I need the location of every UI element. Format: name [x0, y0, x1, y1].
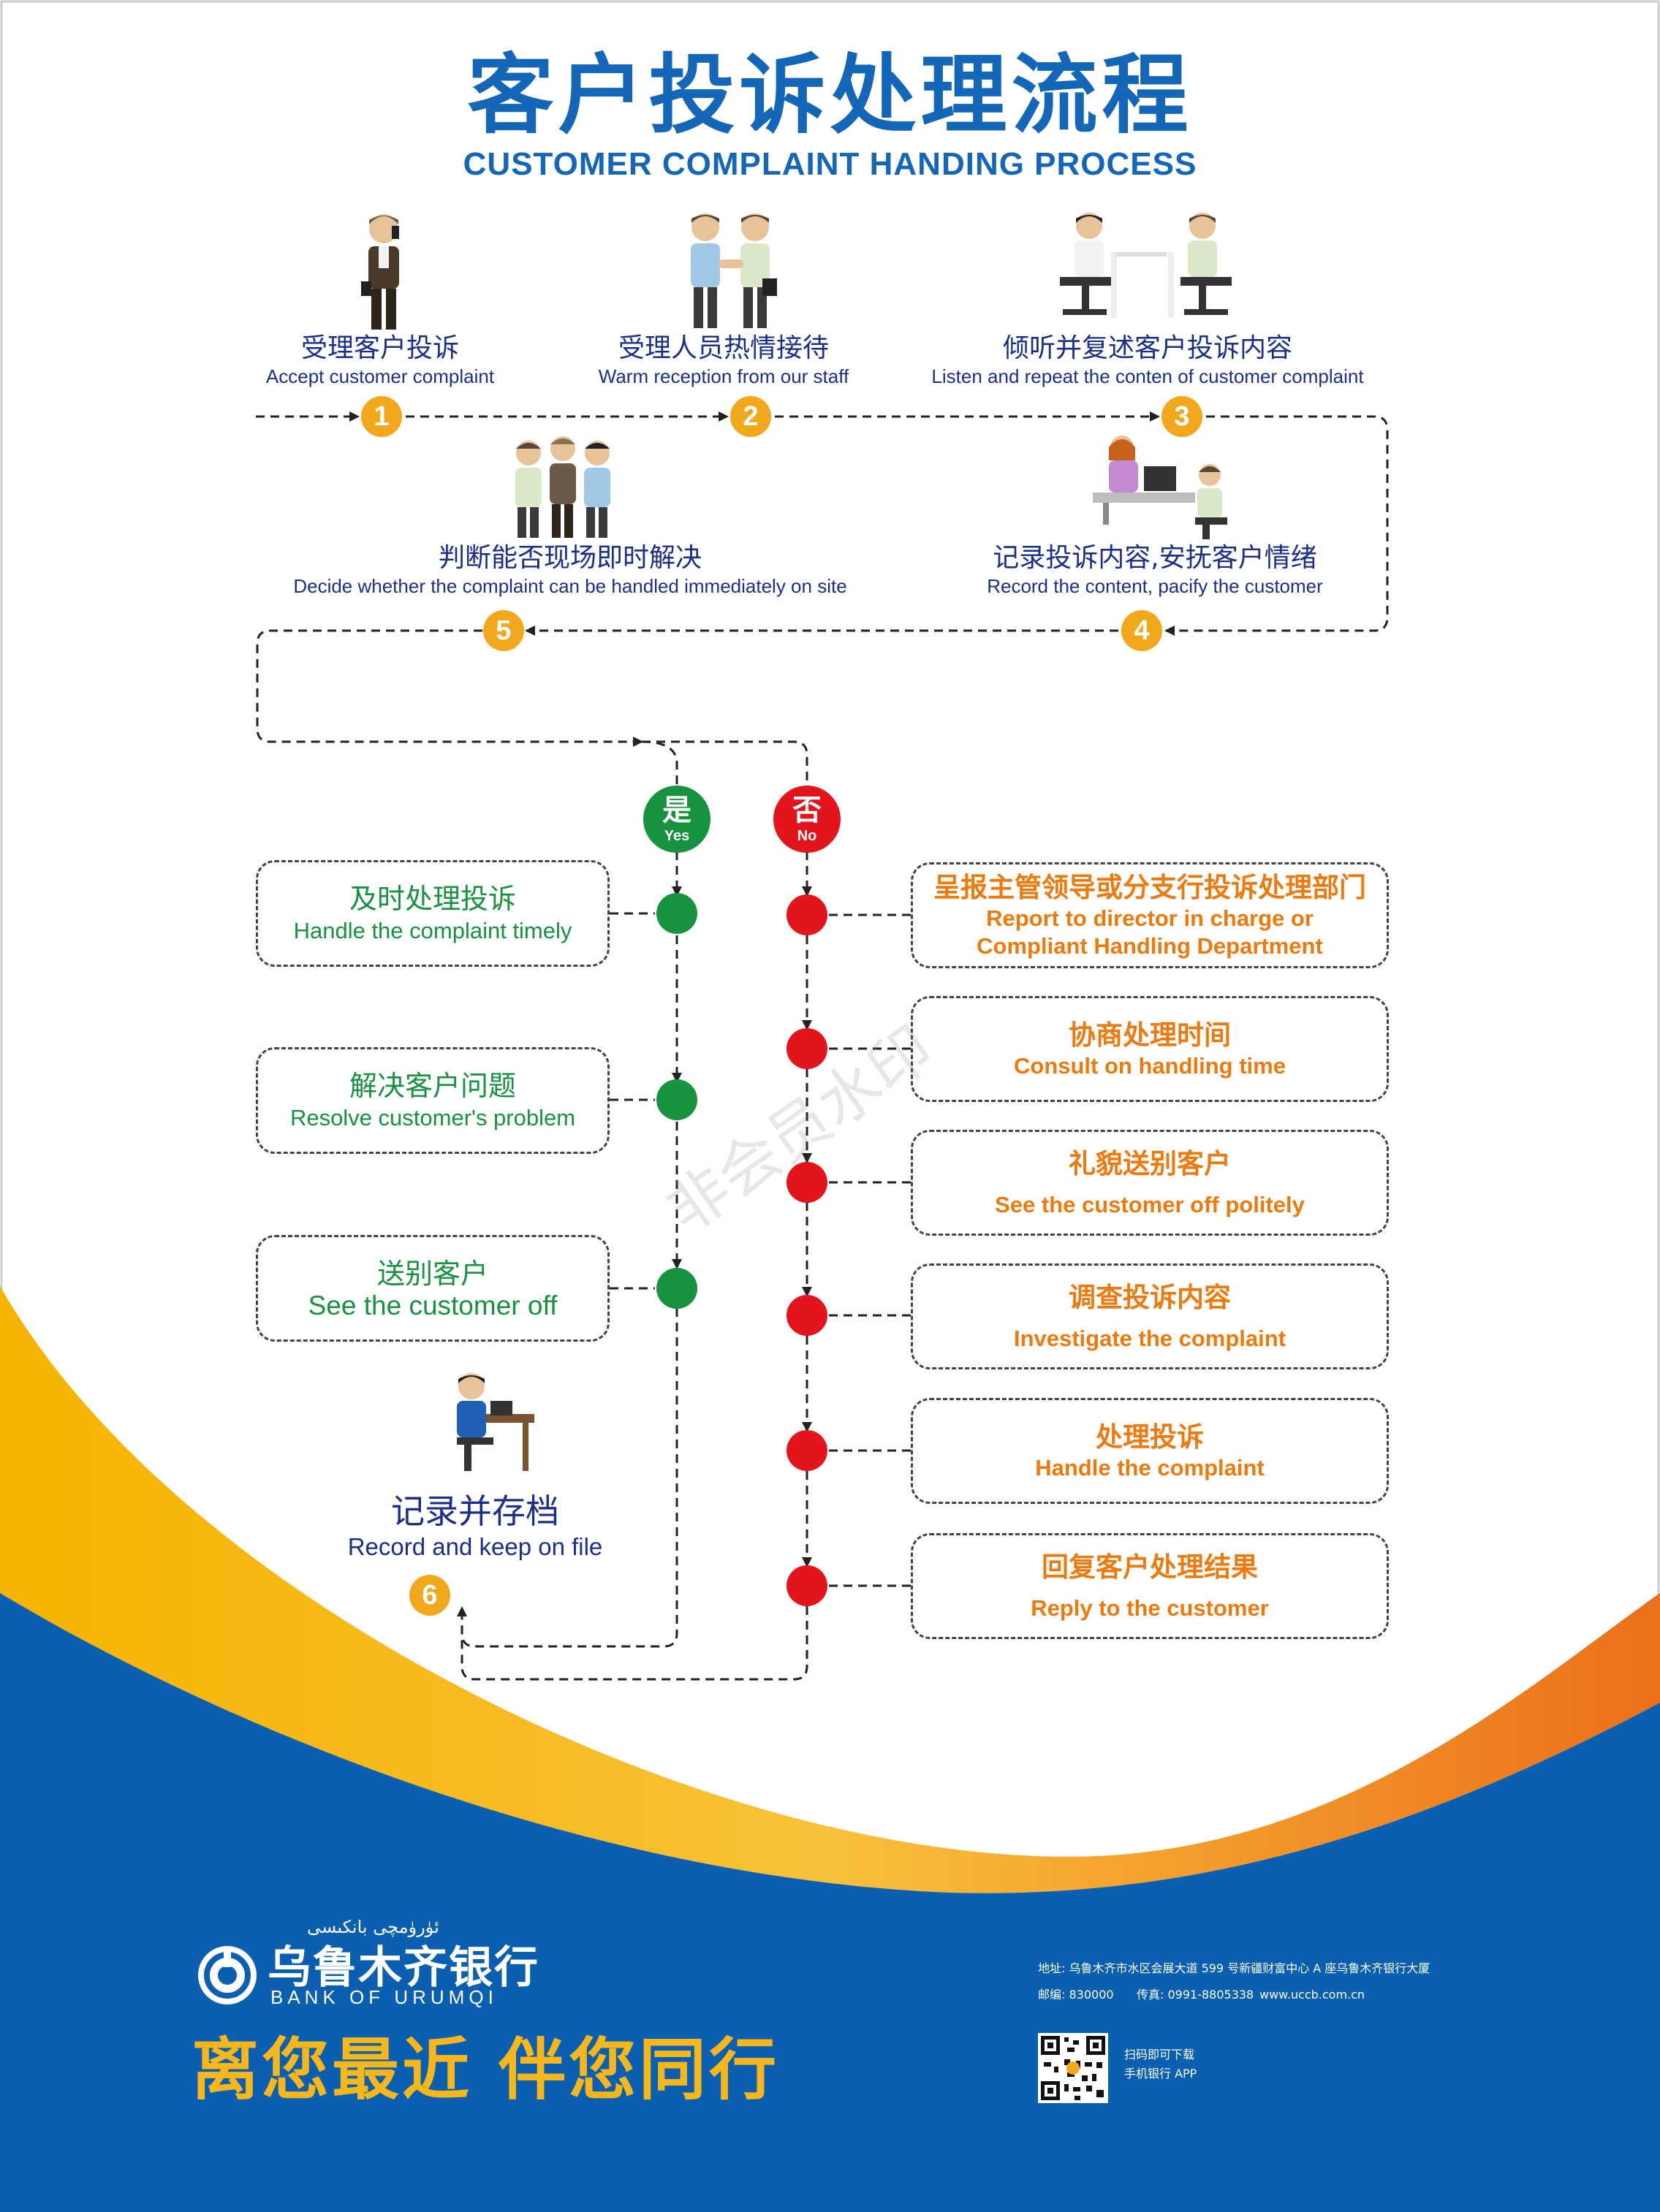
blue-footer-area [0, 1593, 1660, 2212]
yes-box-handle-timely: 及时处理投诉 Handle the complaint timely [256, 860, 610, 967]
page-subtitle: CUSTOMER COMPLAINT HANDING PROCESS [463, 146, 1197, 182]
no-box-2-zh: 协商处理时间 [1069, 1019, 1231, 1051]
bank-name-en: BANK OF URUMQI [270, 1986, 498, 2008]
yes-box-2-en: Resolve customer's problem [289, 1105, 576, 1130]
step-6-title: 记录并存档 [391, 1491, 559, 1531]
yes-box-1-en: Handle the complaint timely [293, 918, 572, 943]
no-badge-zh: 否 [792, 794, 822, 827]
no-badge-en: No [797, 828, 817, 844]
no-box-6-zh: 回复客户处理结果 [1042, 1551, 1258, 1583]
archiving-staff-icon [457, 1373, 534, 1471]
step-4-number: 4 [1121, 610, 1162, 651]
no-box-2-en: Consult on handling time [1014, 1052, 1286, 1079]
step-2-number: 2 [730, 396, 771, 437]
step-1-subtitle: Accept customer complaint [265, 365, 495, 387]
no-box-6-en: Reply to the customer [1031, 1595, 1269, 1621]
no-box-1-zh: 呈报主管领导或分支行投诉处理部门 [933, 871, 1366, 903]
phone-customer-icon [361, 214, 399, 330]
red-node [787, 1430, 827, 1471]
page-title: 客户投诉处理流程 [467, 45, 1193, 145]
bank-logo-icon [198, 1946, 257, 2004]
red-nodes [787, 894, 827, 1606]
no-box-report-director: 呈报主管领导或分支行投诉处理部门 Report to director in c… [911, 862, 1389, 968]
step-6-number: 6 [409, 1575, 450, 1616]
qr-code-icon[interactable] [1038, 2033, 1108, 2103]
red-node [787, 1565, 827, 1606]
green-node [656, 1079, 697, 1120]
no-box-see-off-politely: 礼貌送别客户 See the customer off politely [911, 1130, 1389, 1236]
step-3-title: 倾听并复述客户投诉内容 [1002, 333, 1292, 363]
bank-name-uyghur: ئۈرۈمچى بانكىسى [307, 1917, 439, 1937]
no-box-5-zh: 处理投诉 [1096, 1421, 1204, 1453]
no-box-reply-customer: 回复客户处理结果 Reply to the customer [911, 1533, 1389, 1639]
yes-box-resolve-problem: 解决客户问题 Resolve customer's problem [256, 1047, 610, 1154]
yes-box-2-zh: 解决客户问题 [349, 1070, 516, 1102]
contact-address: 地址: 乌鲁木齐市水区会展大道 599 号新疆财富中心 A 座乌鲁木齐银行大厦 [1038, 1961, 1430, 1975]
no-box-4-en: Investigate the complaint [1013, 1325, 1286, 1351]
step-3-number: 3 [1161, 396, 1202, 437]
recording-staff-icon [1093, 436, 1227, 539]
red-node [787, 1028, 827, 1069]
step-4-subtitle: Record the content, pacify the customer [987, 575, 1323, 597]
step-5-title: 判断能否现场即时解决 [438, 543, 702, 573]
listening-staff-icon [1060, 213, 1232, 318]
no-box-handle-complaint: 处理投诉 Handle the complaint [911, 1398, 1389, 1504]
yes-box-3-zh: 送别客户 [376, 1258, 488, 1290]
step-1-title: 受理客户投诉 [300, 333, 459, 363]
step-5-number: 5 [483, 610, 524, 651]
yes-box-3-en: See the customer off [308, 1291, 558, 1320]
no-badge: 否 No [773, 786, 841, 853]
step-4-title: 记录投诉内容,安抚客户情绪 [993, 543, 1317, 573]
yes-box-1-zh: 及时处理投诉 [349, 883, 516, 915]
flow-connectors [256, 411, 1389, 1681]
orange-swoosh [0, 1286, 1660, 1893]
no-box-investigate: 调查投诉内容 Investigate the complaint [911, 1263, 1389, 1369]
qr-line-1: 扫码即可下载 [1124, 2048, 1195, 2061]
contact-postcode: 邮编: 830000 [1038, 1988, 1114, 2002]
no-box-4-zh: 调查投诉内容 [1069, 1281, 1231, 1313]
bank-name-zh: 乌鲁木齐银行 [268, 1942, 539, 1994]
group-decision-icon [515, 436, 610, 538]
step-2-subtitle: Warm reception from our staff [598, 365, 849, 387]
red-node [787, 894, 827, 935]
no-box-1-en2: Compliant Handling Department [977, 932, 1323, 959]
red-node [787, 1162, 827, 1203]
no-box-consult-time: 协商处理时间 Consult on handling time [911, 996, 1389, 1102]
no-box-5-en: Handle the complaint [1035, 1454, 1265, 1481]
qr-line-2: 手机银行 APP [1124, 2067, 1197, 2080]
no-box-3-zh: 礼貌送别客户 [1069, 1147, 1231, 1179]
step-2-title: 受理人员热情接待 [618, 333, 829, 363]
slogan: 离您最近 伴您同行 [192, 2031, 780, 2109]
yes-box-see-off: 送别客户 See the customer off [256, 1235, 610, 1342]
no-box-1-en: Report to director in charge or [986, 905, 1314, 931]
green-node [656, 1268, 697, 1309]
step-3-subtitle: Listen and repeat the conten of customer… [931, 365, 1364, 387]
step-6-subtitle: Record and keep on file [347, 1533, 603, 1560]
red-node [787, 1295, 827, 1336]
yes-badge-zh: 是 [662, 794, 691, 827]
no-box-3-en: See the customer off politely [995, 1191, 1305, 1217]
yes-badge-en: Yes [664, 828, 690, 844]
green-nodes [656, 893, 697, 1309]
handshake-icon [691, 213, 777, 328]
step-5-subtitle: Decide whether the complaint can be hand… [293, 575, 847, 597]
green-node [656, 893, 697, 934]
yes-badge: 是 Yes [643, 786, 710, 853]
contact-fax: 传真: 0991-8805338 [1137, 1988, 1254, 2002]
contact-website[interactable]: www.uccb.com.cn [1259, 1988, 1365, 2002]
step-1-number: 1 [361, 396, 402, 437]
